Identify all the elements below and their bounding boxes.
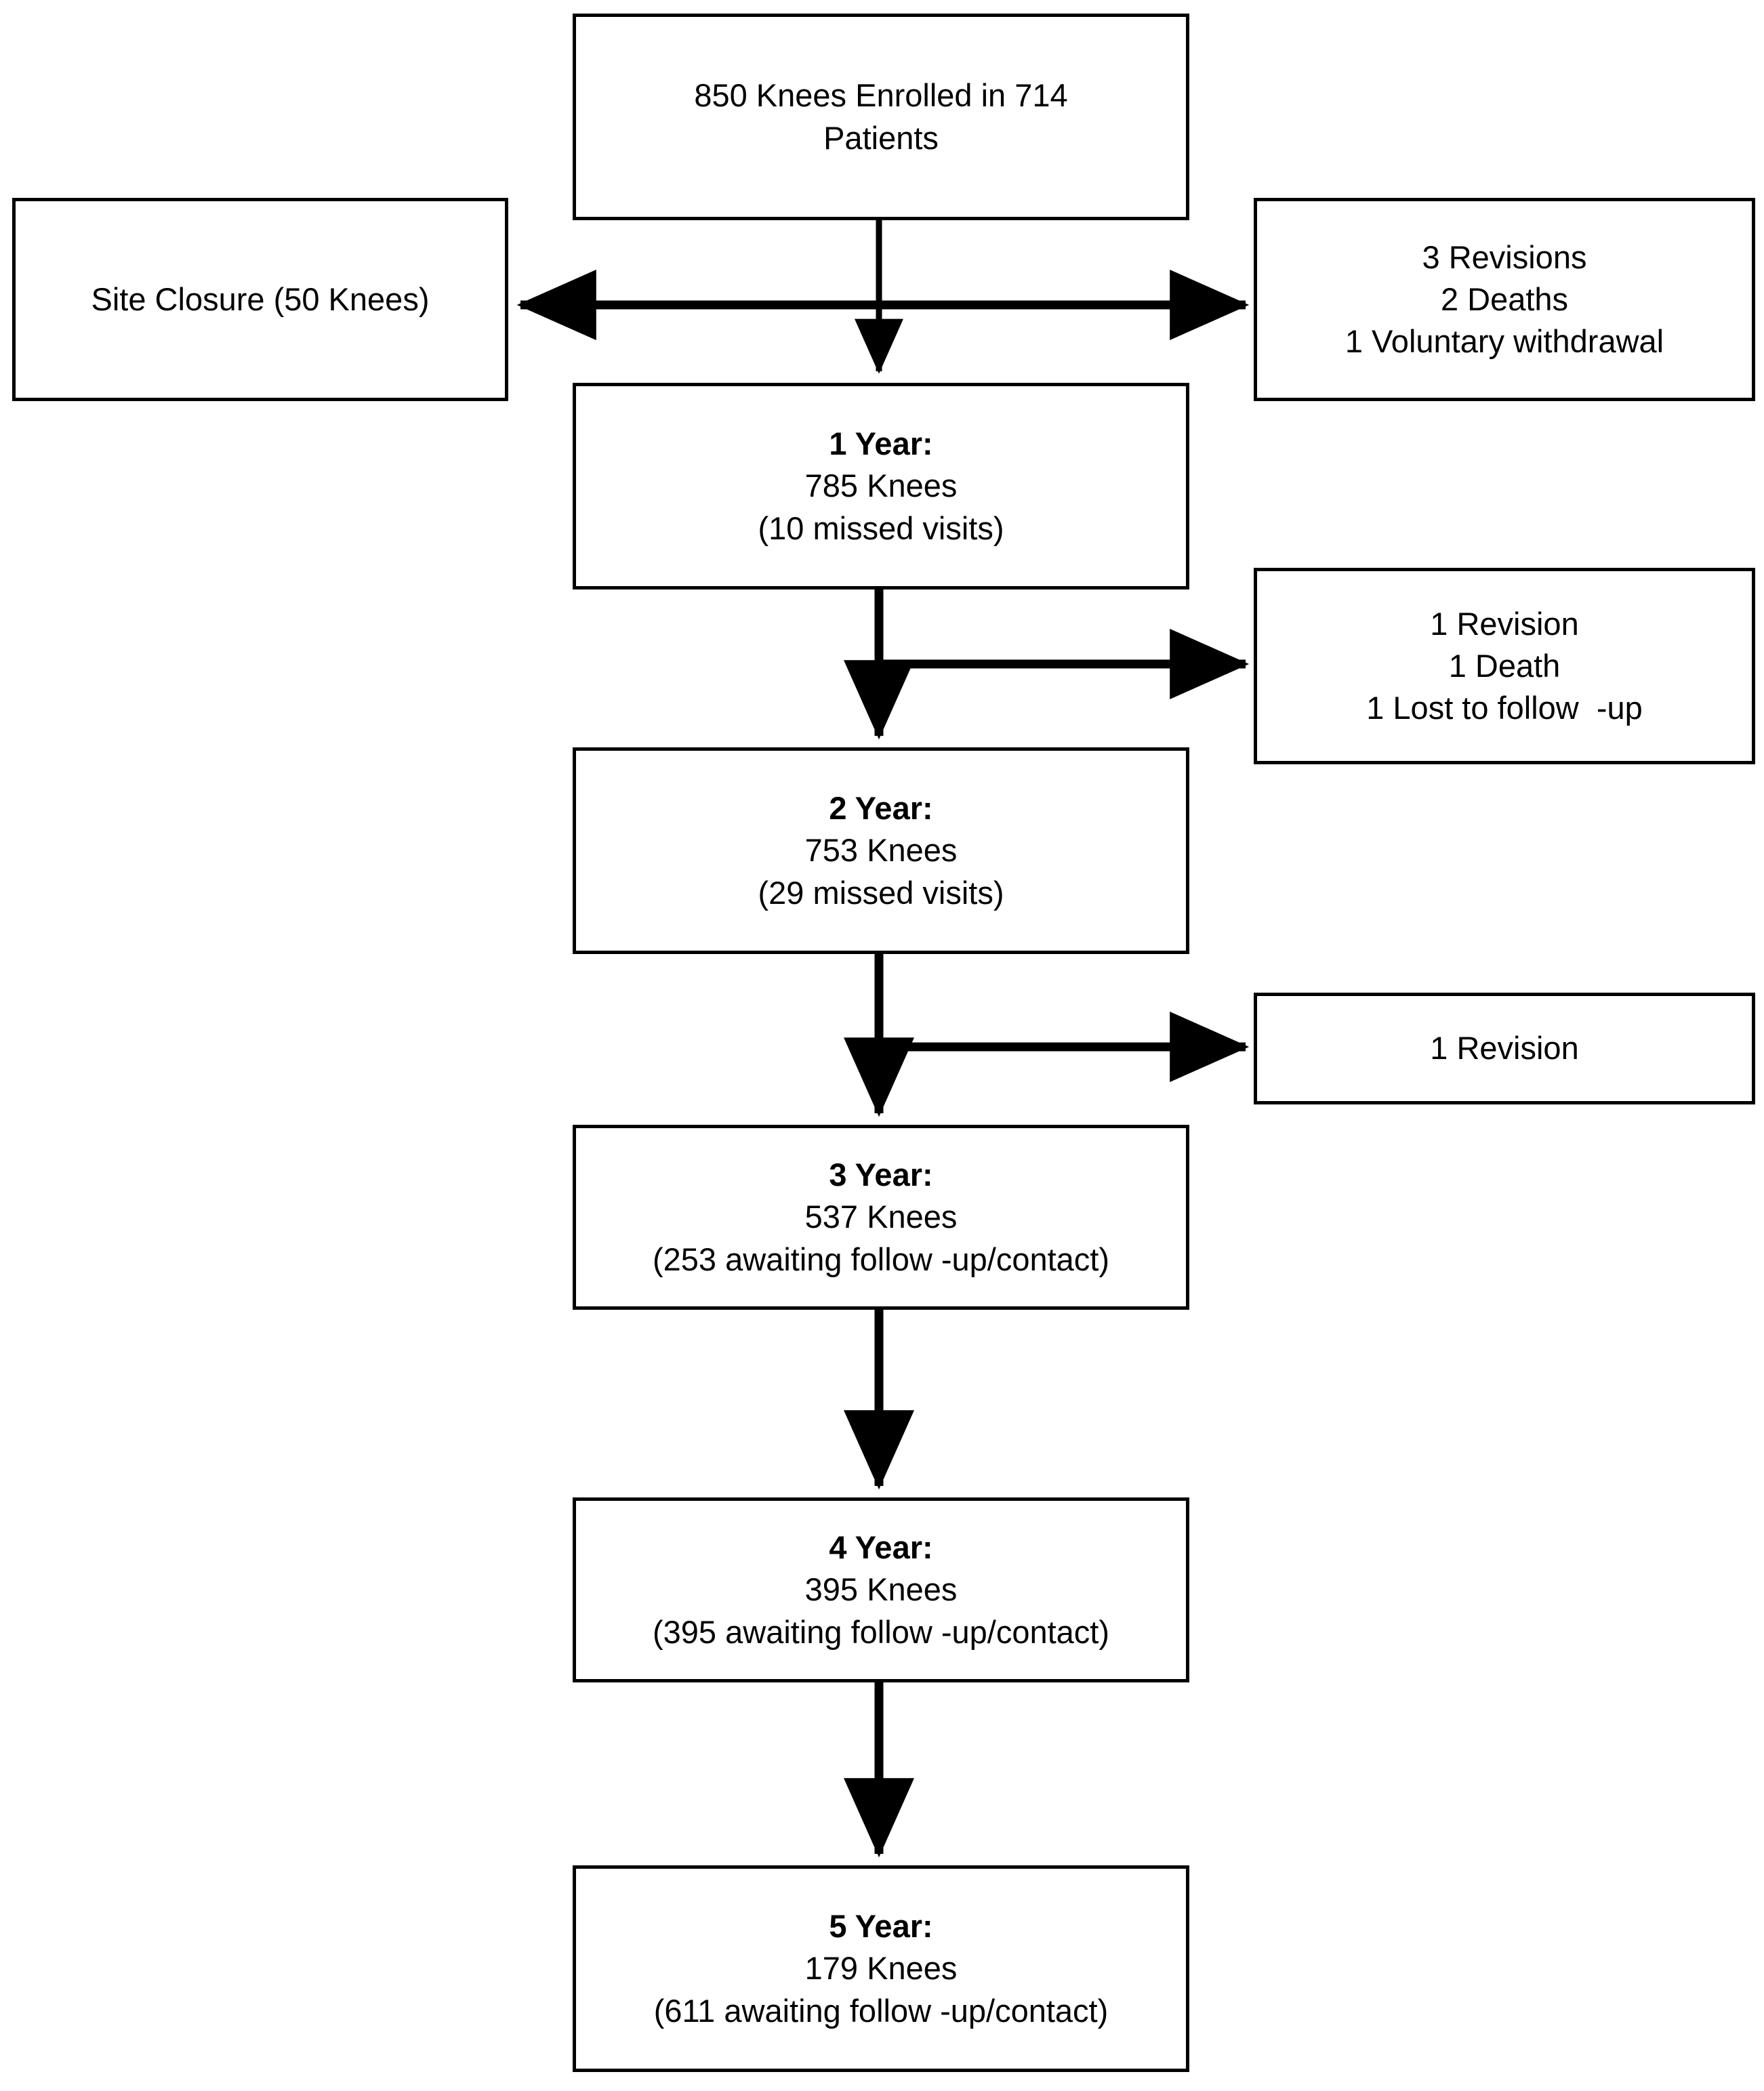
node-text-line: 537 Knees xyxy=(804,1199,958,1235)
node-text-line: (10 missed visits) xyxy=(758,510,1004,546)
node-loss-year2-to-year3: 1 Revision xyxy=(1254,993,1755,1104)
node-text-line: 4 Year: xyxy=(829,1529,933,1566)
node-text-line: 2 Year: xyxy=(829,790,933,827)
node-year3: 3 Year: 537 Knees (253 awaiting follow -up… xyxy=(573,1125,1189,1310)
node-text-line: 2 Deaths xyxy=(1440,281,1569,317)
node-text-line: Site Closure (50 Knees) xyxy=(91,281,430,317)
node-text-line: 179 Knees xyxy=(804,1950,958,1987)
node-text-line: 1 Lost to follow -up xyxy=(1366,690,1643,726)
node-text-line: (611 awaiting follow -up/contact) xyxy=(653,1992,1109,2029)
node-text-line: 1 Death xyxy=(1448,647,1561,684)
node-text-line: 395 Knees xyxy=(804,1571,958,1608)
node-year4: 4 Year: 395 Knees (395 awaiting follow -up… xyxy=(573,1497,1189,1682)
node-text-line: 3 Year: xyxy=(829,1157,933,1193)
node-text-line: 5 Year: xyxy=(829,1908,933,1945)
node-text-line: Patients xyxy=(823,119,939,156)
node-loss-year1-to-year2: 1 Revision 1 Death 1 Lost to follow -up xyxy=(1254,568,1755,764)
node-year2: 2 Year: 753 Knees (29 missed visits) xyxy=(573,747,1189,954)
node-text-line: 1 Year: xyxy=(829,426,933,462)
node-text-line: 3 Revisions xyxy=(1422,239,1587,275)
node-year1: 1 Year: 785 Knees (10 missed visits) xyxy=(573,383,1189,589)
node-year5: 5 Year: 179 Knees (611 awaiting follow -up… xyxy=(573,1865,1189,2072)
node-text-line: 1 Voluntary withdrawal xyxy=(1345,323,1664,360)
node-text-line: (253 awaiting follow -up/contact) xyxy=(652,1241,1110,1277)
node-text-line: 850 Knees Enrolled in 714 xyxy=(694,77,1068,114)
node-text-line: (29 missed visits) xyxy=(758,874,1004,911)
node-text-line: 1 Revision xyxy=(1430,1030,1579,1067)
node-text-line: 1 Revision xyxy=(1430,605,1579,642)
node-early-attrition: 3 Revisions 2 Deaths 1 Voluntary withdrawa… xyxy=(1254,198,1755,401)
node-text-line: 753 Knees xyxy=(804,832,958,869)
node-text-line: 785 Knees xyxy=(804,468,958,504)
node-text-line: (395 awaiting follow -up/contact) xyxy=(652,1613,1110,1650)
node-site-closure: Site Closure (50 Knees) xyxy=(12,198,508,401)
